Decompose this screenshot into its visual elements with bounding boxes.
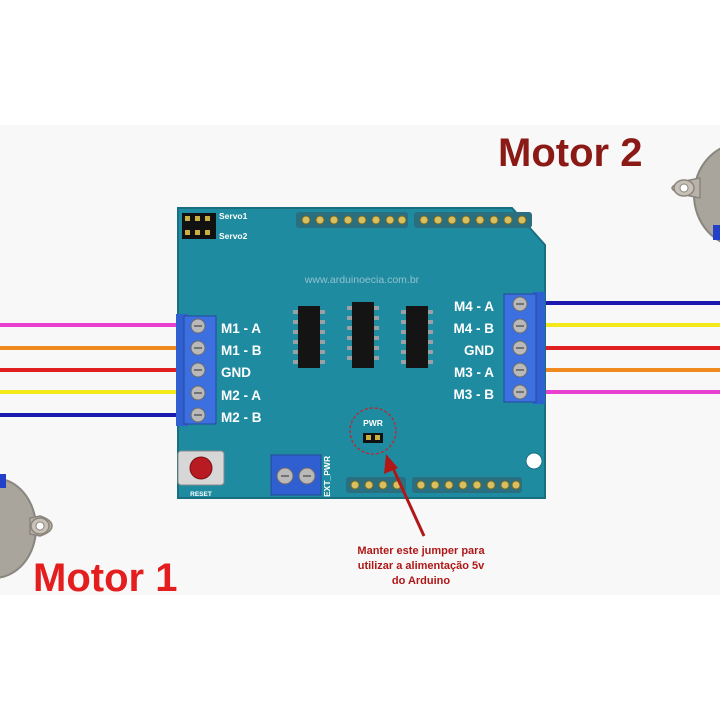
- ext-power-terminal: [270, 454, 322, 496]
- reset-label: RESET: [190, 491, 212, 498]
- ext-pwr-label: EXT_PWR: [322, 456, 332, 497]
- pwr-label: PWR: [363, 418, 383, 428]
- left-terminal-label-5: M2 - B: [221, 410, 262, 425]
- left-terminal-label-1: M1 - A: [221, 321, 261, 336]
- left-terminal-label-3: GND: [221, 365, 251, 380]
- reset-button: [177, 450, 225, 486]
- right-terminal-label-3: GND: [464, 343, 494, 358]
- right-terminal-label-4: M3 - A: [454, 365, 494, 380]
- top-header-left: [296, 212, 408, 228]
- top-header-right: [414, 212, 532, 228]
- right-wires: [540, 301, 720, 394]
- left-terminal-label-2: M1 - B: [221, 343, 262, 358]
- note-line-2: utilizar a alimentação 5v: [358, 560, 485, 572]
- servo-header: [182, 213, 216, 239]
- right-terminal-block: [503, 292, 545, 404]
- bottom-header-left: [346, 477, 406, 493]
- annotation-arrow: [384, 454, 426, 537]
- servo1-label: Servo1: [219, 211, 248, 221]
- ic-chip-2: [347, 302, 379, 368]
- motor-1-title: Motor 1: [33, 556, 177, 600]
- pwr-jumper: [349, 407, 397, 455]
- motor-2-title: Motor 2: [498, 131, 642, 175]
- note-line-1: Manter este jumper para: [357, 545, 485, 557]
- right-terminal-label-1: M4 - A: [454, 299, 494, 314]
- right-terminal-label-5: M3 - B: [454, 387, 495, 402]
- ic-chip-1: [293, 306, 325, 368]
- ic-chips: [293, 302, 433, 368]
- left-wires: [0, 323, 182, 417]
- left-terminal-block: [176, 314, 217, 426]
- left-terminal-label-4: M2 - A: [221, 388, 261, 403]
- right-terminal-label-2: M4 - B: [454, 321, 495, 336]
- motor-1-graphic: [0, 474, 53, 579]
- servo2-label: Servo2: [219, 231, 248, 241]
- ic-chip-3: [401, 306, 433, 368]
- watermark: www.arduinoecia.com.br: [304, 274, 420, 286]
- motor-2-graphic: [671, 147, 720, 243]
- bottom-header-right: [412, 477, 522, 493]
- note-line-3: do Arduino: [392, 575, 451, 587]
- mounting-hole: [525, 452, 543, 470]
